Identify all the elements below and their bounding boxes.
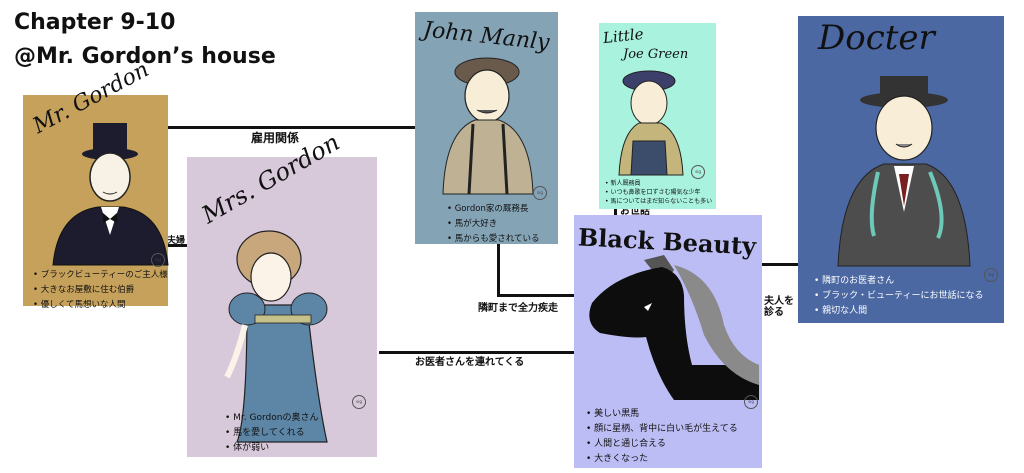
- little-joe-portrait: [618, 70, 684, 176]
- employment-label: 雇用関係: [251, 131, 300, 145]
- rush-line-vertical: [497, 243, 500, 296]
- bullet-item: Mr. Gordonの奥さん: [225, 411, 318, 426]
- bullet-item: 人間と通じ合える: [586, 437, 738, 452]
- card-mr-gordon: Mr. Gordon sig ブラックビューティーのご主人様 大きなお屋敷に住む…: [23, 57, 169, 310]
- bullet-item: 体が弱い: [225, 441, 318, 456]
- little-joe-bullets: 新人厩務員 いつも鼻歌を口ずさむ陽気な少年 馬についてはまだ知らないことも多い: [605, 179, 712, 206]
- artist-signature-icon: sig: [352, 395, 366, 409]
- employment-line: [163, 126, 419, 129]
- bullet-item: 顔に星柄、背中に白い毛が生えてる: [586, 422, 738, 437]
- mrs-gordon-portrait: [224, 230, 328, 443]
- care-label: お世話: [620, 206, 650, 217]
- black-beauty-bullets: 美しい黒馬 顔に星柄、背中に白い毛が生えてる 人間と通じ合える 大きくなった: [586, 407, 738, 467]
- bullet-item: 新人厩務員: [605, 179, 712, 188]
- bullet-item: 美しい黒馬: [586, 407, 738, 422]
- artist-signature-icon: sig: [691, 165, 705, 179]
- card-mrs-gordon: Mrs. Gordon sig Mr. Gordonの奥さん 馬を愛してくれる …: [187, 128, 377, 457]
- mrs-gordon-bullets: Mr. Gordonの奥さん 馬を愛してくれる 体が弱い: [225, 411, 318, 456]
- bullet-item: 優しくて馬想いな人間: [33, 298, 168, 313]
- chapter-title: Chapter 9-10: [14, 10, 176, 35]
- bring-doctor-label: お医者さんを連れてくる: [415, 357, 525, 368]
- card-john-manly: John Manly sig Gordon家の厩務長 馬が大好き 馬からも愛され…: [415, 12, 558, 244]
- mr-gordon-portrait: [52, 123, 169, 266]
- docter-name: Docter: [818, 18, 935, 58]
- bullet-item: 隣町のお医者さん: [814, 274, 983, 289]
- examine-label-line2: 診る: [764, 307, 784, 318]
- spouse-line: [166, 244, 188, 247]
- bullet-item: 親切な人間: [814, 304, 983, 319]
- card-docter: Docter sig 隣町のお医者さん ブラック・ビューティーにお世話になる 親…: [798, 16, 1004, 323]
- bullet-item: いつも鼻歌を口ずさむ陽気な少年: [605, 188, 712, 197]
- bullet-item: 馬についてはまだ知らないことも多い: [605, 197, 712, 206]
- bullet-item: 大きなお屋敷に住む伯爵: [33, 283, 168, 298]
- artist-signature-icon: sig: [984, 268, 998, 282]
- bullet-item: Gordon家の厩務長: [447, 202, 539, 217]
- bullet-item: 馬からも愛されている: [447, 232, 540, 247]
- card-black-beauty: Black Beauty sig 美しい黒馬 顔に星柄、背中に白い毛が生えてる …: [574, 215, 762, 468]
- john-manly-portrait: [442, 57, 534, 195]
- bullet-item: 馬が大好き: [447, 217, 539, 232]
- artist-signature-icon: sig: [151, 253, 165, 267]
- rush-label: 隣町まで全力疾走: [478, 303, 558, 314]
- spouses-label: 夫婦: [167, 236, 186, 246]
- little-joe-name-line2: Joe Green: [623, 47, 689, 62]
- artist-signature-icon: sig: [744, 395, 758, 409]
- card-little-joe: Little Joe Green sig 新人厩務員 いつも鼻歌を口ずさむ陽気な…: [599, 23, 716, 209]
- bullet-item: 大きくなった: [586, 452, 738, 467]
- location-title: @Mr. Gordon’s house: [14, 44, 276, 69]
- artist-signature-icon: sig: [533, 186, 547, 200]
- examine-label: 夫人を 診る: [764, 296, 794, 318]
- examine-label-line1: 夫人を: [764, 296, 794, 307]
- examine-line: [762, 263, 798, 266]
- black-beauty-portrait: [589, 255, 759, 400]
- bullet-item: ブラックビューティーのご主人様: [33, 268, 168, 283]
- rush-line-horizontal: [497, 294, 575, 297]
- bullet-item: 馬を愛してくれる: [225, 426, 318, 441]
- john-manly-bullets: Gordon家の厩務長 馬が大好き 馬からも愛されている: [447, 202, 540, 247]
- doctor-bring-line: [379, 351, 576, 354]
- docter-bullets: 隣町のお医者さん ブラック・ビューティーにお世話になる 親切な人間: [814, 274, 983, 319]
- docter-portrait: [837, 76, 971, 267]
- bullet-item: ブラック・ビューティーにお世話になる: [814, 289, 983, 304]
- mr-gordon-bullets: ブラックビューティーのご主人様 大きなお屋敷に住む伯爵 優しくて馬想いな人間: [33, 268, 168, 313]
